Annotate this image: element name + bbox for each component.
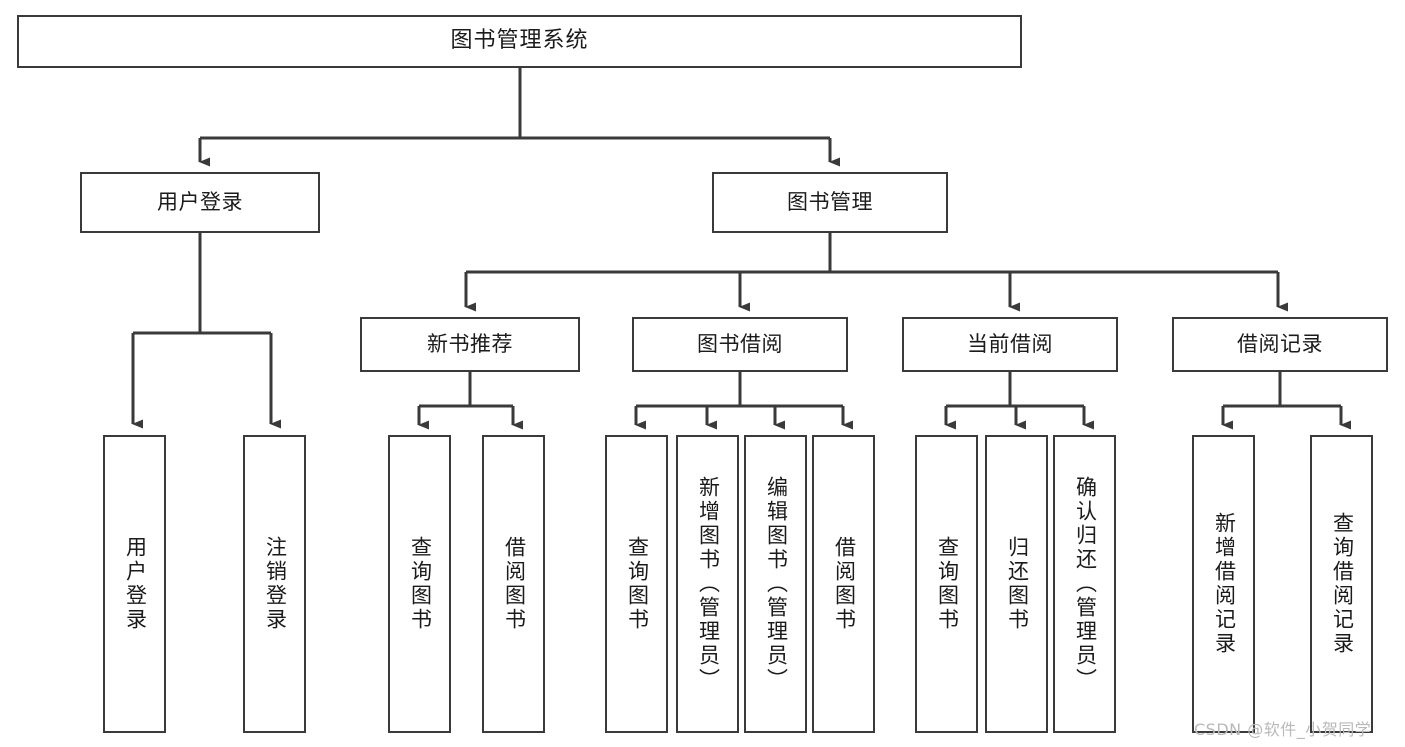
node-label: 编辑图书（管理员） bbox=[764, 476, 789, 692]
node-label: 查询图书 bbox=[408, 536, 433, 632]
node-label: 图书管理系统 bbox=[450, 28, 589, 54]
node-label: 归还图书 bbox=[1005, 536, 1030, 632]
leaf-query-book-a[interactable]: 查询图书 bbox=[388, 435, 451, 733]
node-label: 新增借阅记录 bbox=[1212, 512, 1237, 656]
leaf-query-book-b[interactable]: 查询图书 bbox=[605, 435, 668, 733]
node-user-login[interactable]: 用户登录 bbox=[80, 172, 320, 233]
node-label: 借阅图书 bbox=[502, 536, 527, 632]
node-label: 借阅图书 bbox=[832, 536, 857, 632]
node-label: 查询借阅记录 bbox=[1330, 512, 1355, 656]
leaf-return-book[interactable]: 归还图书 bbox=[985, 435, 1048, 733]
node-label: 新书推荐 bbox=[427, 331, 513, 356]
leaf-add-book-admin[interactable]: 新增图书（管理员） bbox=[676, 435, 739, 733]
node-current-borrow[interactable]: 当前借阅 bbox=[902, 317, 1118, 372]
node-label: 借阅记录 bbox=[1237, 331, 1323, 356]
leaf-add-borrow-record[interactable]: 新增借阅记录 bbox=[1192, 435, 1255, 733]
node-label: 用户登录 bbox=[157, 189, 243, 214]
node-label: 图书管理 bbox=[787, 189, 873, 214]
node-new-book-recommend[interactable]: 新书推荐 bbox=[360, 317, 580, 372]
csdn-watermark: CSDN @软件_小贺同学 bbox=[1194, 720, 1372, 739]
node-label: 用户登录 bbox=[123, 536, 148, 632]
leaf-borrow-book-b[interactable]: 借阅图书 bbox=[812, 435, 875, 733]
node-label: 查询图书 bbox=[625, 536, 650, 632]
node-label: 查询图书 bbox=[935, 536, 960, 632]
node-label: 图书借阅 bbox=[697, 331, 783, 356]
node-root-system[interactable]: 图书管理系统 bbox=[17, 15, 1022, 68]
node-label: 注销登录 bbox=[263, 536, 288, 632]
node-label: 确认归还（管理员） bbox=[1073, 476, 1098, 692]
node-label: 当前借阅 bbox=[967, 331, 1053, 356]
leaf-logout[interactable]: 注销登录 bbox=[243, 435, 306, 733]
leaf-edit-book-admin[interactable]: 编辑图书（管理员） bbox=[744, 435, 807, 733]
node-book-manage[interactable]: 图书管理 bbox=[712, 172, 948, 233]
leaf-confirm-return-admin[interactable]: 确认归还（管理员） bbox=[1053, 435, 1116, 733]
leaf-query-borrow-record[interactable]: 查询借阅记录 bbox=[1310, 435, 1373, 733]
node-borrow-record[interactable]: 借阅记录 bbox=[1172, 317, 1388, 372]
leaf-user-login[interactable]: 用户登录 bbox=[103, 435, 166, 733]
node-label: 新增图书（管理员） bbox=[696, 476, 721, 692]
leaf-query-book-c[interactable]: 查询图书 bbox=[915, 435, 978, 733]
node-book-borrow[interactable]: 图书借阅 bbox=[632, 317, 848, 372]
leaf-borrow-book-a[interactable]: 借阅图书 bbox=[482, 435, 545, 733]
